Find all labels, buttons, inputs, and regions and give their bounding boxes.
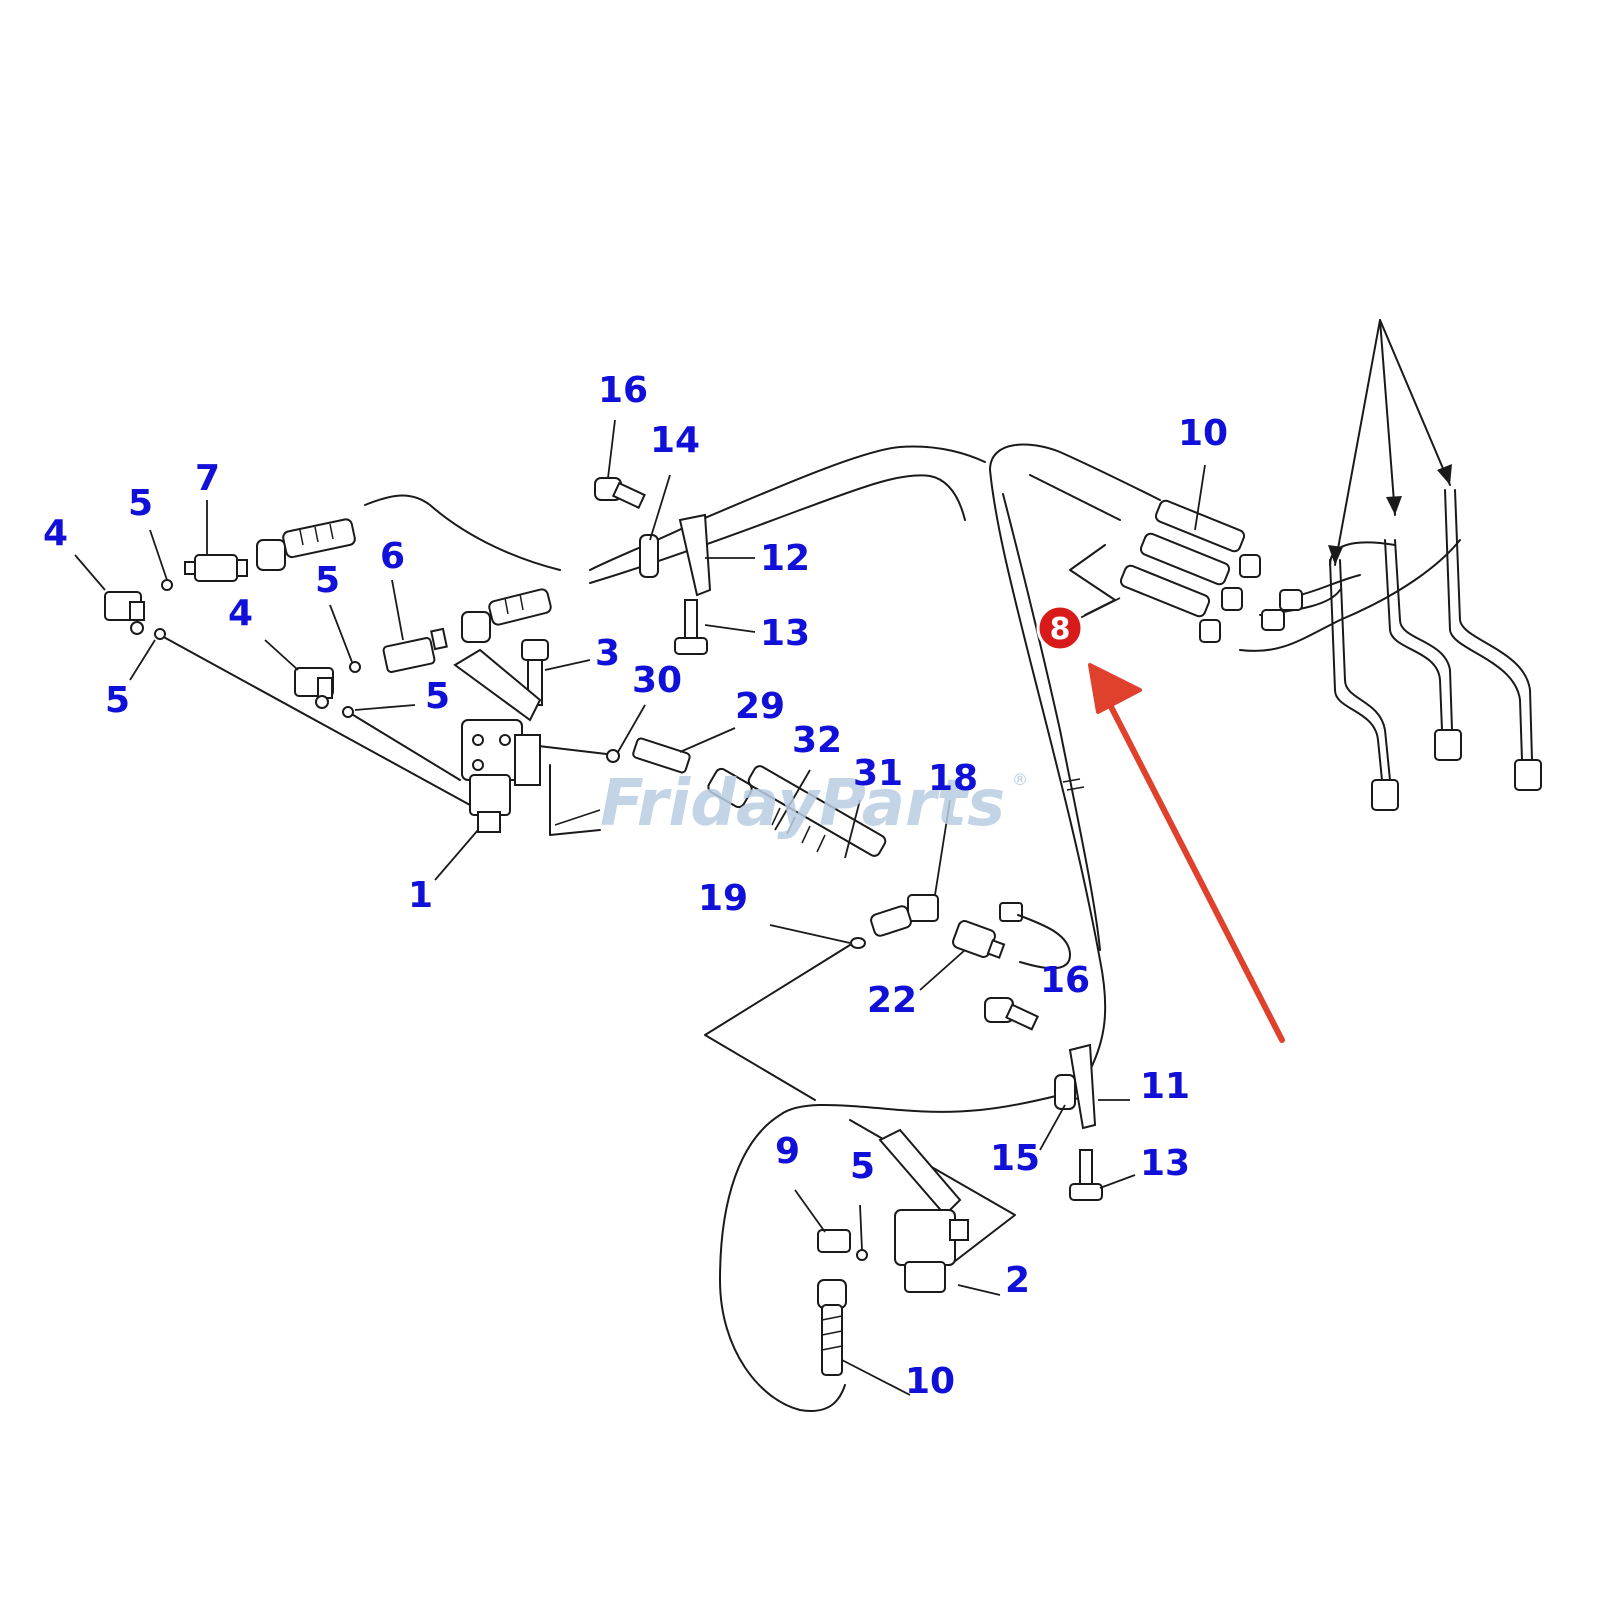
part-5-washer-d: [342, 706, 354, 718]
hose-fitting-upper: [256, 518, 356, 571]
callout-2: 2: [1005, 1260, 1030, 1301]
part-30-oring: [606, 749, 620, 763]
part-7-connector: [184, 554, 248, 582]
highlight-arrow: [1088, 663, 1285, 1043]
part-5-washer-c: [349, 661, 361, 673]
callout-5-c: 5: [315, 560, 340, 601]
callout-30: 30: [632, 660, 682, 701]
part-2-valve: [878, 1128, 969, 1293]
callout-10-top: 10: [1178, 413, 1228, 454]
callout-29: 29: [735, 686, 785, 727]
callout-6: 6: [380, 536, 405, 577]
wire-harness: [999, 902, 1071, 970]
callout-31: 31: [853, 753, 903, 794]
callout-5-b: 5: [105, 680, 130, 721]
callout-5-d: 5: [425, 676, 450, 717]
callout-4-a: 4: [43, 513, 68, 554]
part-9-fitting: [817, 1229, 851, 1253]
callout-32: 32: [792, 720, 842, 761]
fuel-injection-tubes: [1239, 489, 1542, 811]
part-6-connector: [382, 627, 448, 673]
part-13-bolt-bot: [1069, 1149, 1103, 1201]
callout-12: 12: [760, 538, 810, 579]
part-16-bolt-top: [594, 477, 646, 510]
part-29-fitting: [632, 737, 691, 774]
part-10-hose-bot: [817, 1279, 847, 1376]
part-10-hoses-top: [1119, 499, 1261, 643]
part-16-bolt-mid: [984, 997, 1039, 1031]
callout-16-mid: 16: [1040, 960, 1090, 1001]
part-1-valve: [453, 648, 542, 833]
part-5-washer-b: [154, 628, 166, 640]
leader-lines: [74, 419, 1206, 1396]
callout-10-bot: 10: [905, 1361, 955, 1402]
part-14-clip: [639, 534, 659, 578]
part-5-washer-a: [161, 579, 173, 591]
callout-7: 7: [195, 458, 220, 499]
callout-5-a: 5: [128, 483, 153, 524]
tubing-lines: [159, 443, 1161, 1412]
part-15-clip: [1054, 1074, 1076, 1110]
callout-22: 22: [867, 980, 917, 1021]
part-11-bracket: [1068, 1043, 1097, 1130]
callout-4-b: 4: [228, 593, 253, 634]
callout-9: 9: [775, 1131, 800, 1172]
callout-1: 1: [408, 875, 433, 916]
part-18-connector: [870, 894, 939, 937]
part-4-lower: [294, 667, 334, 709]
part-13-bolt-top: [674, 599, 708, 655]
callout-5-e: 5: [850, 1146, 875, 1187]
part-19-oring: [850, 937, 866, 949]
watermark-text: FridayParts: [600, 767, 1005, 841]
part-4-upper: [104, 591, 145, 635]
callout-15: 15: [990, 1138, 1040, 1179]
part-3-bolt: [521, 639, 549, 706]
callout-13-bot: 13: [1140, 1143, 1190, 1184]
callout-19: 19: [698, 878, 748, 919]
highlight-badge: 8: [1036, 604, 1084, 652]
watermark-registered: ®: [1012, 770, 1028, 789]
callouts: 16 14 12 13 7 5 4 5 6 5 4 5 3 30 29 32 3…: [43, 370, 1228, 1402]
part-12-bracket: [678, 513, 712, 597]
callout-3: 3: [595, 633, 620, 674]
callout-13-top: 13: [760, 613, 810, 654]
tube-pointer-arrows: [1328, 319, 1452, 566]
callout-16-top: 16: [598, 370, 648, 411]
hose-fitting-lower: [461, 588, 552, 643]
highlight-badge-label: 8: [1050, 612, 1071, 647]
watermark: FridayParts ®: [600, 767, 1028, 841]
callout-18: 18: [928, 758, 978, 799]
part-22-switch: [952, 920, 1006, 959]
callout-14: 14: [650, 420, 700, 461]
callout-11: 11: [1140, 1066, 1190, 1107]
part-5-washer-e: [856, 1249, 868, 1261]
